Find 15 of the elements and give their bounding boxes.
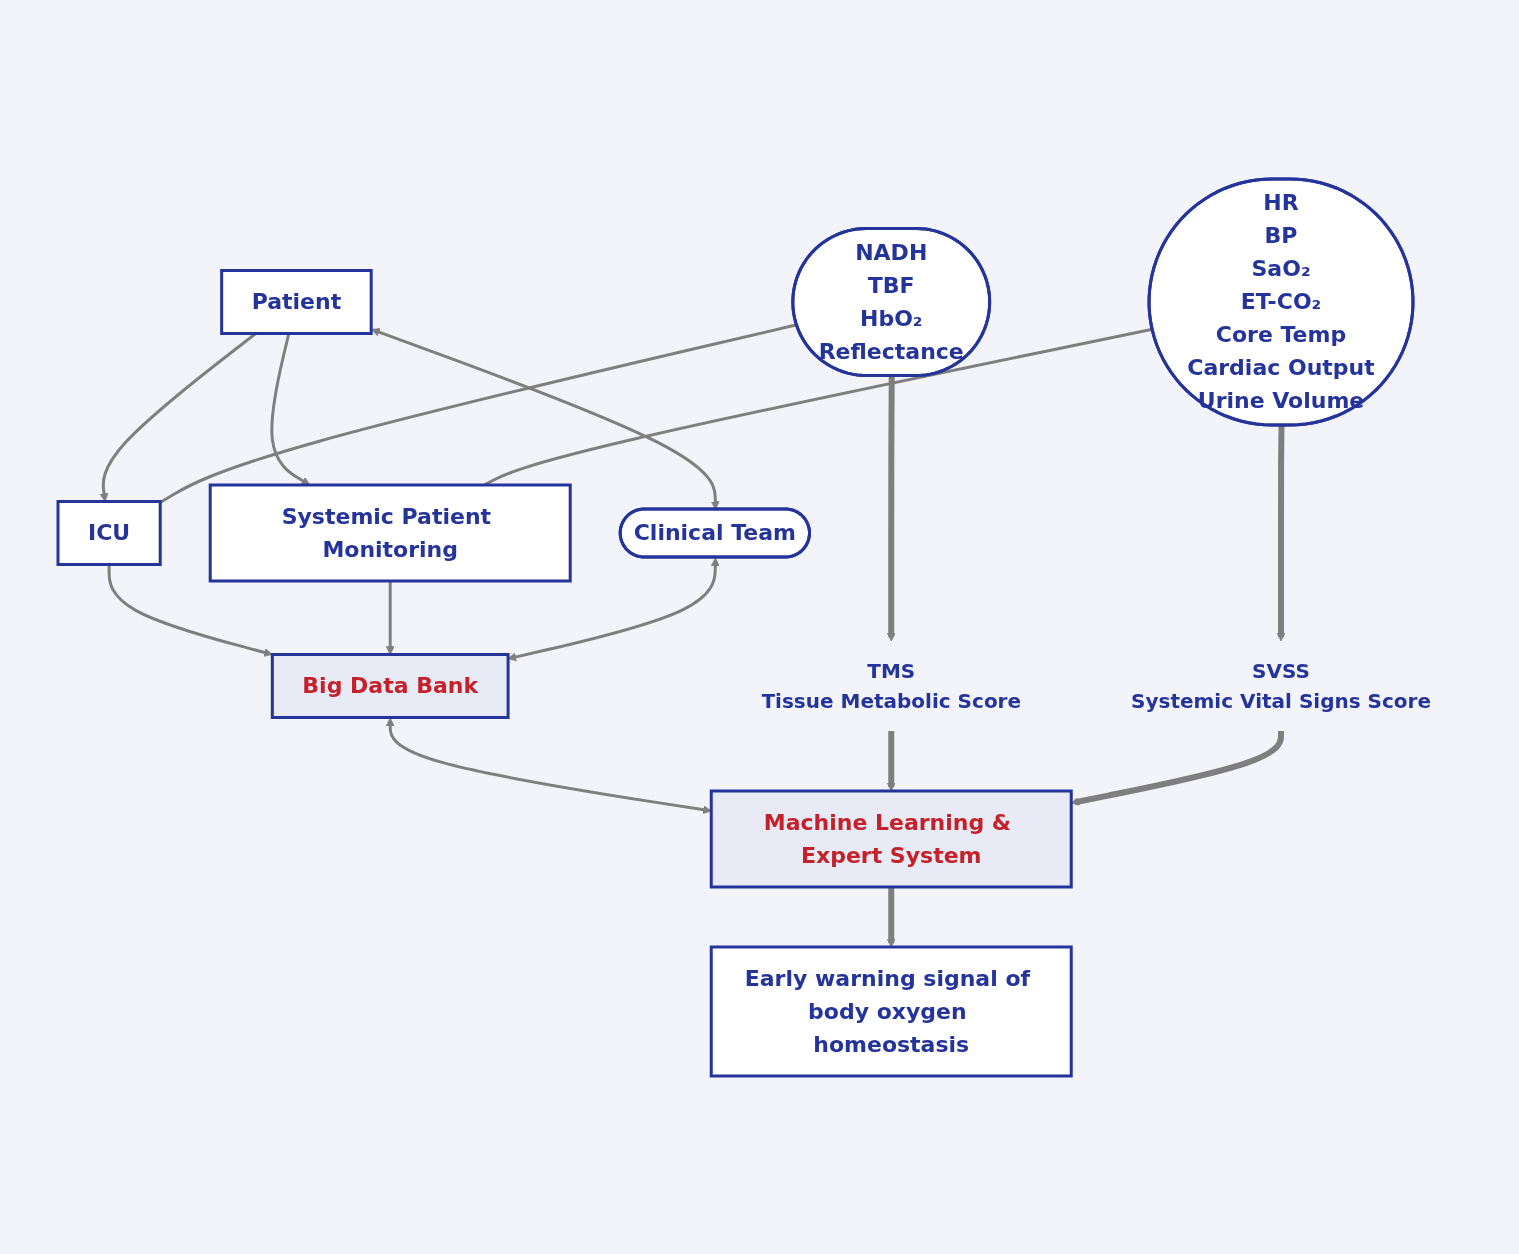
arrow (1070, 730, 1284, 806)
node-text: SVSS Systemic Vital Signs Score (1131, 658, 1431, 713)
node-text: TMS Tissue Metabolic Score (761, 658, 1022, 713)
node-box: Big Data Bank (270, 652, 510, 719)
node-box: Machine Learning & Expert System (709, 789, 1073, 888)
node-box: ICU (56, 499, 162, 566)
node-box: Early warning signal of body oxygen homeostasis (709, 945, 1073, 1077)
arrow (886, 375, 896, 641)
arrow (107, 564, 273, 657)
arrow (1276, 424, 1286, 641)
arrow (886, 886, 896, 947)
node-box: Systemic Patient Monitoring (208, 483, 572, 582)
arrow (385, 717, 712, 814)
arrow (886, 730, 896, 791)
node-box: Patient (220, 268, 373, 335)
